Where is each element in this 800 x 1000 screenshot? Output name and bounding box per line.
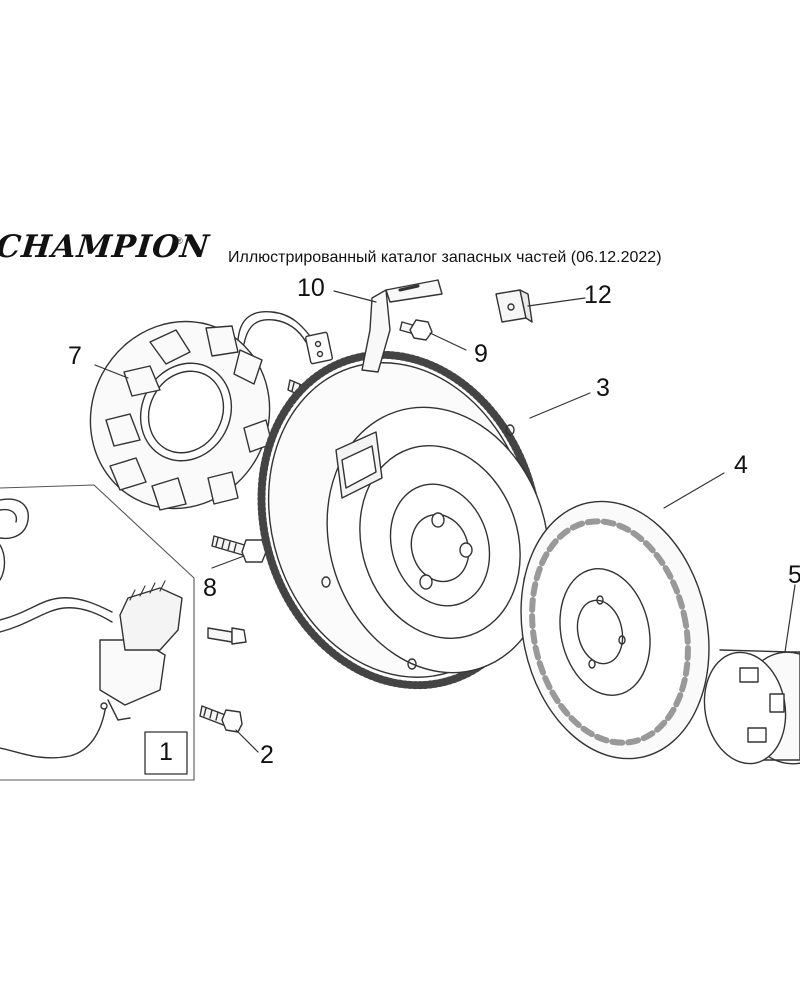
callout-4: 4 — [734, 451, 748, 479]
bolt-part-9 — [399, 319, 433, 341]
callout-9: 9 — [474, 340, 488, 368]
catalog-subtitle: Иллюстрированный каталог запасных частей… — [228, 249, 662, 266]
registered-mark: ® — [176, 236, 183, 246]
callout-2: 2 — [260, 741, 274, 769]
callout-7: 7 — [68, 342, 82, 370]
callout-5: 5 — [788, 561, 800, 589]
bracket-part-10 — [361, 279, 443, 373]
stator-part-7 — [89, 311, 333, 511]
callout-3: 3 — [596, 374, 610, 402]
cooling-fan-part-4 — [520, 500, 710, 760]
champion-logo: CHAMPION — [0, 229, 212, 265]
ignition-coil-part-1 — [0, 484, 195, 781]
starter-cup-part-5 — [703, 649, 800, 765]
callout-10: 10 — [297, 274, 325, 302]
flywheel-part-3 — [257, 350, 550, 690]
nut-part-12 — [495, 289, 533, 323]
callout-12: 12 — [584, 281, 612, 309]
callout-1: 1 — [159, 738, 173, 766]
callout-8: 8 — [203, 574, 217, 602]
bolt-part-2 — [199, 627, 247, 733]
leader-lines — [94, 290, 796, 753]
